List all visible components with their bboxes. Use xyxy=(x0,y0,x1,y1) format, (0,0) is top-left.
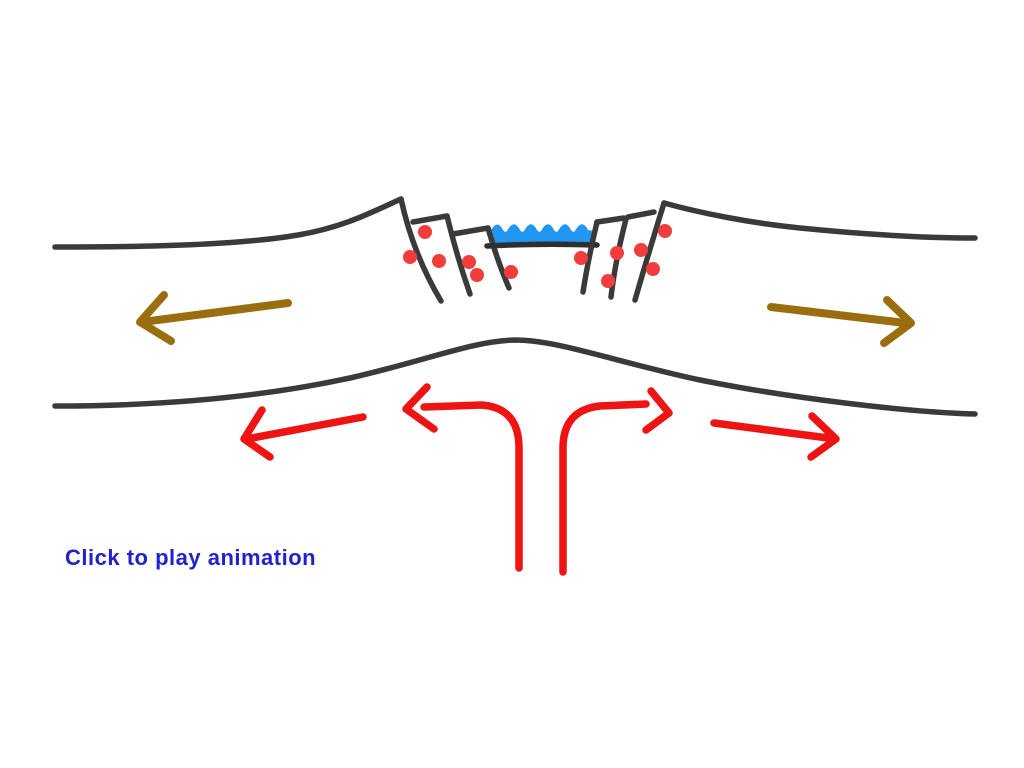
arrow-left-icon xyxy=(136,291,292,345)
earthquake-dot xyxy=(646,262,660,276)
left-block-top-2 xyxy=(450,225,491,237)
right-block-top-2 xyxy=(625,209,657,220)
mantle-arrows xyxy=(240,383,840,576)
earthquake-dot xyxy=(432,254,446,268)
earthquake-dot xyxy=(601,274,615,288)
earthquake-dot xyxy=(470,268,484,282)
left-plate-surface xyxy=(52,196,404,250)
left-block-top-1 xyxy=(410,213,450,225)
lithosphere-base xyxy=(52,337,978,417)
earthquake-dots-group xyxy=(403,224,672,288)
right-block-top-1 xyxy=(594,215,627,225)
earthquake-dot xyxy=(658,224,672,238)
arrow-right-icon xyxy=(767,296,915,347)
left-fault-3 xyxy=(485,225,512,291)
lake-floor-line xyxy=(484,241,600,249)
earthquake-dot xyxy=(610,246,624,260)
earthquake-dot xyxy=(574,251,588,265)
right-fault-1 xyxy=(580,219,600,295)
arrow-right-icon xyxy=(710,412,840,461)
left-fault-2 xyxy=(444,213,473,297)
play-animation-caption[interactable]: Click to play animation xyxy=(65,545,317,570)
earthquake-dot xyxy=(504,265,518,279)
left-fault-1 xyxy=(398,196,444,304)
right-plate-surface xyxy=(661,200,978,241)
right-fault-3 xyxy=(632,200,667,303)
earthquake-dot xyxy=(634,243,648,257)
arrow-left-icon xyxy=(240,406,367,461)
plate-motion-arrows xyxy=(136,291,915,347)
rift-lake-water xyxy=(490,224,594,244)
arrow-up-curve-right-icon xyxy=(559,387,673,576)
earthquake-dot xyxy=(462,255,476,269)
crust-outline xyxy=(52,196,978,417)
arrow-up-curve-left-icon xyxy=(402,383,523,572)
earthquake-dot xyxy=(403,250,417,264)
earthquake-dot xyxy=(418,225,432,239)
